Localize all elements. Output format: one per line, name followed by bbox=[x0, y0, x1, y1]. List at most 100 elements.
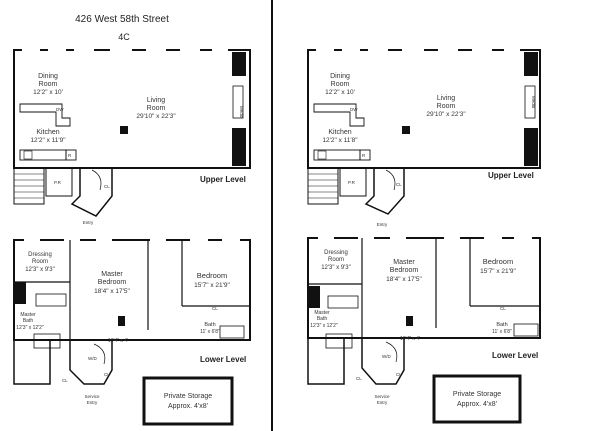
upper-labels-right: Dining Room 12'2" x 10' Living Room 29'1… bbox=[322, 73, 536, 227]
door-swing bbox=[91, 169, 102, 191]
bathtub-icon bbox=[513, 323, 539, 337]
service-entry-label: Service bbox=[84, 394, 100, 399]
kitchen-name: Kitchen bbox=[328, 129, 351, 136]
bedroom-walls bbox=[435, 238, 471, 328]
living-room-name: Living bbox=[437, 95, 455, 102]
sink-icon bbox=[317, 150, 327, 160]
dressing-room-name: Dressing bbox=[28, 252, 52, 258]
dining-room-name: Dining bbox=[330, 73, 350, 80]
dressing-room-dims: 12'3" x 9'3" bbox=[25, 267, 55, 273]
kitchen-counter bbox=[313, 103, 365, 127]
hall-dims: 10'4" x 4' bbox=[108, 338, 128, 344]
kitchen-counter bbox=[19, 103, 71, 127]
media-niche bbox=[232, 85, 244, 119]
entry-label: Entry bbox=[377, 222, 388, 227]
storage-box bbox=[432, 374, 522, 424]
kitchen-dims: 12'2" x 11'9" bbox=[30, 137, 66, 144]
bath-name: Bath bbox=[204, 322, 215, 328]
sink-icon bbox=[23, 150, 33, 160]
upper-level-right bbox=[307, 49, 541, 215]
bathtub-icon bbox=[219, 325, 245, 339]
lower-labels-right: Dressing Room 12'3" x 9'3" Master Bedroo… bbox=[310, 250, 538, 405]
dressing-room-name2: Room bbox=[32, 259, 48, 265]
entry-walls bbox=[70, 168, 113, 217]
closet-label: CL bbox=[212, 306, 218, 311]
entry-label: Entry bbox=[83, 220, 94, 225]
structural-column bbox=[406, 316, 413, 326]
stair-treads bbox=[14, 173, 44, 199]
closet-label: CL bbox=[62, 378, 68, 383]
closet-label: CL bbox=[104, 372, 110, 377]
kitchen-counter-lower bbox=[19, 149, 67, 161]
shower-icon bbox=[325, 333, 353, 349]
bathtub-icon bbox=[35, 293, 67, 307]
private-storage-left: Private Storage Approx. 4'x8' bbox=[142, 376, 234, 426]
column-block bbox=[524, 128, 538, 166]
bedroom-name: Bedroom bbox=[483, 257, 513, 266]
master-bedroom-name: Master bbox=[393, 259, 415, 266]
closet-label: CL bbox=[104, 184, 110, 189]
shower-icon bbox=[33, 333, 61, 349]
kitchen-name: Kitchen bbox=[36, 129, 59, 136]
plan-right: Dining Room 12'2" x 10' Living Room 29'1… bbox=[307, 49, 541, 424]
kitchen-dims: 12'2" x 11'8" bbox=[322, 137, 358, 144]
storage-size: Approx. 4'x8' bbox=[168, 403, 208, 410]
door-swing bbox=[385, 169, 396, 191]
master-bedroom-name2: Bedroom bbox=[390, 267, 419, 274]
dressing-room-dims: 12'3" x 9'3" bbox=[321, 265, 351, 271]
living-room-dims: 29'10" x 22'3" bbox=[136, 113, 176, 120]
service-entry-label2: Entry bbox=[377, 400, 388, 405]
master-bath-name2: Bath bbox=[23, 318, 34, 324]
dining-room-dims: 12'2" x 10' bbox=[325, 89, 355, 96]
master-bedroom-dims: 18'4" x 17'5" bbox=[94, 288, 130, 295]
washer-dryer-label: W/D bbox=[382, 354, 391, 359]
plan-left: Dining Room 12'2" x 10' Living Room 29'1… bbox=[13, 49, 251, 426]
structural-column bbox=[120, 126, 128, 134]
closet-label: CL bbox=[500, 306, 506, 311]
powder-room-label: P.R bbox=[54, 180, 62, 185]
private-storage-right: Private Storage Approx. 4'x8' bbox=[432, 374, 522, 424]
fridge-icon bbox=[65, 149, 77, 161]
door-swing bbox=[385, 341, 398, 363]
master-bath-name: Master bbox=[20, 312, 36, 318]
master-bath-name: Master bbox=[314, 310, 330, 316]
structural-column bbox=[118, 316, 125, 326]
dressing-room-name2: Room bbox=[328, 257, 344, 263]
hall-dims: 10'4" x 4' bbox=[400, 336, 420, 342]
storage-box bbox=[142, 376, 234, 426]
dishwasher-label: DW bbox=[350, 107, 358, 112]
stair-treads bbox=[308, 173, 338, 199]
entry-walls bbox=[364, 168, 405, 215]
dining-room-dims: 12'2" x 10' bbox=[33, 89, 63, 96]
lower-level-label: Lower Level bbox=[200, 355, 246, 364]
bedroom-name: Bedroom bbox=[197, 271, 227, 280]
column-block bbox=[308, 286, 320, 308]
master-bedroom-dims: 18'4" x 17'5" bbox=[386, 276, 422, 283]
column-block bbox=[232, 128, 246, 166]
kitchen-counter-lower bbox=[313, 149, 361, 161]
living-room-name: Living bbox=[147, 97, 165, 104]
fridge-icon bbox=[359, 149, 371, 161]
column-block bbox=[14, 282, 26, 304]
closet-label: CL bbox=[396, 372, 402, 377]
living-room-name2: Room bbox=[147, 105, 166, 112]
master-bath-dims: 12'3" x 12'2" bbox=[310, 323, 338, 329]
bathtub-icon bbox=[327, 295, 359, 309]
lower-entry-walls bbox=[307, 338, 405, 385]
fridge-label: R bbox=[68, 153, 72, 158]
lower-entry-walls bbox=[13, 340, 113, 385]
column-block bbox=[524, 52, 538, 76]
master-bath-dims: 12'3" x 12'2" bbox=[16, 325, 44, 331]
bedroom-dims: 15'7" x 21'9" bbox=[480, 268, 516, 275]
master-bedroom-name2: Bedroom bbox=[98, 279, 127, 286]
structural-column bbox=[402, 126, 410, 134]
living-room-name2: Room bbox=[437, 103, 456, 110]
upper-level-label: Upper Level bbox=[488, 171, 534, 180]
upper-level-left bbox=[13, 49, 251, 217]
bath-dims: 11' x 6'8" bbox=[492, 329, 512, 335]
dining-room-name2: Room bbox=[39, 81, 58, 88]
storage-title: Private Storage bbox=[164, 393, 212, 400]
storage-size: Approx. 4'x8' bbox=[457, 401, 497, 408]
address-title: 426 West 58th Street bbox=[75, 14, 169, 25]
